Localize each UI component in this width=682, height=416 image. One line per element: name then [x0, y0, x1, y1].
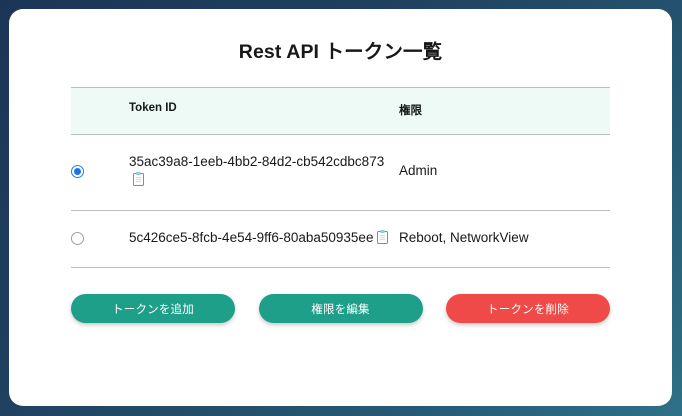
add-token-button[interactable]: トークンを追加	[71, 294, 235, 324]
edit-permission-button[interactable]: 権限を編集	[258, 294, 423, 324]
row-select-cell[interactable]	[71, 210, 129, 269]
table-header: Token ID 権限	[71, 87, 610, 135]
table-row[interactable]: 5c426ce5-8fcb-4e54-9ff6-80aba50935ee Reb…	[71, 210, 610, 269]
token-id-cell: 35ac39a8-1eeb-4bb2-84d2-cb542cdbc873	[129, 134, 399, 211]
row-select-cell[interactable]	[71, 134, 129, 211]
table-row[interactable]: 35ac39a8-1eeb-4bb2-84d2-cb542cdbc873 Adm…	[71, 134, 610, 211]
permission-cell: Admin	[399, 134, 610, 211]
delete-token-button[interactable]: トークンを削除	[446, 294, 610, 324]
column-header-token-id: Token ID	[129, 87, 399, 135]
token-select-radio[interactable]	[71, 165, 84, 179]
column-header-permission: 権限	[399, 87, 610, 135]
token-select-radio[interactable]	[71, 231, 84, 245]
table-header-row: Token ID 権限	[71, 87, 610, 135]
page-title: Rest API トークン一覧	[238, 41, 443, 63]
column-header-select	[71, 87, 129, 135]
token-list-card: Rest API トークン一覧 Token ID 権限	[9, 9, 672, 406]
permission-cell: Reboot, NetworkView	[399, 210, 610, 269]
table-body: 35ac39a8-1eeb-4bb2-84d2-cb542cdbc873 Adm…	[71, 134, 610, 269]
token-id-cell: 5c426ce5-8fcb-4e54-9ff6-80aba50935ee	[129, 210, 399, 269]
token-table: Token ID 権限 35ac39a8-1eeb-4bb2-84d2-cb54…	[71, 87, 610, 269]
token-id-value: 35ac39a8-1eeb-4bb2-84d2-cb542cdbc873	[129, 154, 385, 169]
token-id-value: 5c426ce5-8fcb-4e54-9ff6-80aba50935ee	[129, 229, 374, 245]
token-table-container: Token ID 権限 35ac39a8-1eeb-4bb2-84d2-cb54…	[71, 87, 610, 269]
clipboard-icon[interactable]	[377, 229, 389, 244]
action-button-row: トークンを追加 権限を編集 トークンを削除	[71, 294, 610, 324]
clipboard-icon[interactable]	[133, 172, 144, 187]
